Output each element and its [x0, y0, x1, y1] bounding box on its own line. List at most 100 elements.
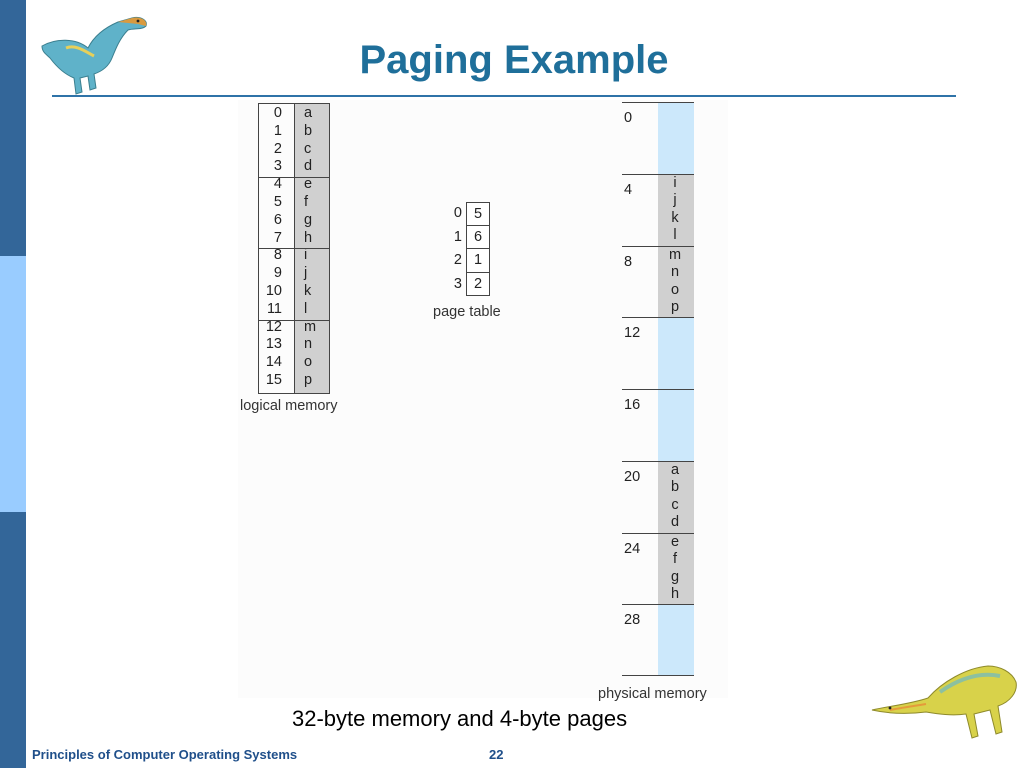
physical-byte-value: b	[670, 479, 680, 496]
frame-number: 2	[466, 272, 490, 296]
logical-byte-value: o	[304, 354, 313, 371]
physical-frame-divider	[622, 460, 694, 462]
physical-frame-divider	[622, 532, 694, 534]
logical-address: 3	[273, 158, 282, 175]
page-number: 0	[453, 205, 462, 221]
logical-byte-value: h	[304, 229, 313, 246]
physical-frame	[658, 173, 694, 246]
physical-byte-value: a	[670, 461, 680, 478]
page-number: 2	[453, 252, 462, 268]
logical-page-divider	[258, 248, 330, 250]
physical-frame-divider	[622, 675, 694, 676]
footer-page-number: 22	[489, 747, 504, 762]
physical-frame	[658, 532, 694, 605]
physical-byte-value: l	[673, 227, 677, 244]
physical-byte-value: c	[671, 496, 679, 513]
logical-memory-row: 13 n	[258, 336, 330, 354]
logical-memory-left-border	[258, 103, 259, 393]
logical-address: 0	[273, 105, 282, 121]
physical-frame	[658, 389, 694, 461]
physical-address: 16	[624, 397, 641, 413]
physical-frame-divider	[622, 389, 694, 390]
frame-number: 6	[466, 225, 490, 249]
physical-memory-label: physical memory	[598, 686, 707, 702]
logical-byte-value: d	[304, 158, 313, 175]
logical-address: 8	[273, 247, 282, 264]
logical-byte-value: k	[304, 283, 312, 299]
logical-address: 14	[265, 354, 282, 371]
physical-frame-divider	[622, 604, 694, 606]
title-text: Paging Example	[359, 38, 669, 82]
physical-frame	[658, 102, 694, 174]
logical-byte-value: g	[304, 211, 313, 228]
logical-memory-row: 10 k	[258, 283, 330, 301]
logical-address: 12	[265, 318, 282, 335]
logical-memory-label: logical memory	[240, 398, 338, 414]
physical-address: 24	[624, 540, 641, 557]
page-table-label: page table	[433, 304, 501, 320]
frame-number: 5	[466, 202, 490, 226]
dinosaur-logo-bottom	[871, 665, 1017, 739]
logical-memory-row: 12 m	[258, 319, 330, 337]
page-number: 3	[453, 275, 462, 292]
physical-byte-value: h	[670, 586, 680, 602]
physical-byte-value: j	[673, 192, 677, 209]
physical-byte-value: o	[670, 281, 680, 298]
sidebar-band-middle	[0, 256, 26, 512]
physical-address: 4	[624, 181, 633, 198]
logical-address: 2	[273, 140, 282, 157]
caption: 32-byte memory and 4-byte pages	[292, 706, 628, 731]
physical-byte-value: p	[670, 299, 680, 315]
logical-memory-value-column	[294, 103, 330, 393]
physical-byte-value: n	[670, 264, 680, 280]
logical-byte-value: e	[304, 176, 313, 193]
physical-frame	[658, 604, 694, 676]
logical-byte-value: f	[304, 194, 309, 210]
physical-byte-value: g	[670, 568, 680, 585]
logical-byte-value: m	[304, 318, 317, 335]
physical-frame-divider	[622, 317, 694, 319]
logical-address: 7	[273, 229, 282, 246]
logical-address: 9	[273, 265, 282, 282]
logical-address: 4	[273, 176, 282, 193]
physical-address: 0	[624, 110, 633, 126]
logical-memory-row: 15 p	[258, 372, 330, 390]
physical-frame	[658, 460, 694, 533]
physical-byte-value: f	[672, 551, 678, 567]
logical-byte-value: b	[304, 122, 313, 139]
physical-byte-value: k	[671, 209, 679, 226]
physical-frame	[658, 317, 694, 389]
page-number: 1	[453, 228, 462, 245]
logical-address: 10	[265, 283, 282, 299]
dinosaur-logo-top	[41, 17, 147, 95]
logical-byte-value: i	[304, 247, 308, 264]
logical-byte-value: j	[304, 265, 308, 282]
footer-course-title: Principles of Computer Operating Systems	[32, 747, 298, 762]
sidebar-band-bottom	[0, 512, 26, 768]
logical-byte-value: n	[304, 336, 313, 353]
physical-byte-value: i	[673, 174, 677, 191]
logical-page-divider	[258, 319, 330, 321]
sidebar-band-top	[0, 0, 26, 256]
logical-address: 13	[265, 336, 282, 353]
logical-address: 15	[265, 372, 282, 388]
physical-byte-value: e	[670, 533, 680, 550]
physical-address: 12	[624, 325, 641, 342]
logical-page-divider	[258, 103, 330, 104]
title-rule	[52, 95, 956, 97]
physical-address: 8	[624, 253, 633, 270]
slide-title: Paging Example	[0, 38, 1024, 83]
logical-address: 11	[266, 300, 282, 317]
logical-byte-value: p	[304, 372, 313, 388]
logical-page-divider	[258, 393, 330, 394]
